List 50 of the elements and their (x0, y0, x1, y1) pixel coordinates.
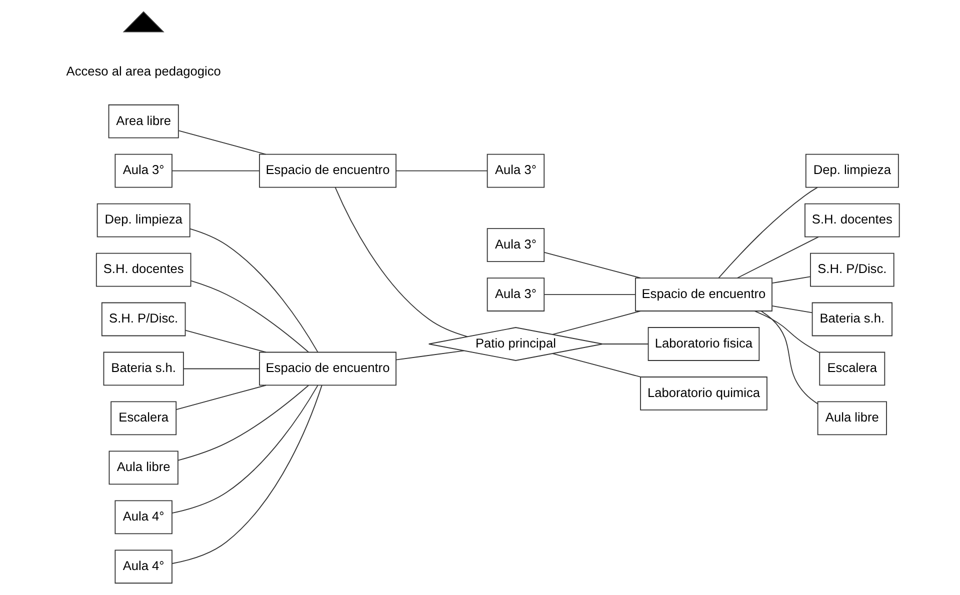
connector (334, 186, 468, 338)
connector (172, 384, 318, 514)
connector (772, 276, 811, 284)
connector (396, 350, 465, 360)
connector (183, 368, 260, 370)
connector (718, 186, 818, 278)
node-box: Espacio de encuentro (259, 154, 396, 188)
node-box: Bateria s.h. (812, 302, 892, 336)
node-box: Bateria s.h. (103, 352, 184, 386)
connector (176, 384, 266, 410)
node-box: Aula 3° (486, 154, 545, 188)
node-box: S.H. P/Disc. (101, 302, 186, 336)
node-box: Escalera (110, 401, 177, 436)
connector (178, 130, 266, 155)
connector (737, 236, 819, 278)
connector (552, 310, 642, 335)
node-diamond: Patio principal (428, 327, 604, 361)
connector (396, 170, 488, 172)
connector (544, 294, 636, 295)
connector (552, 353, 642, 378)
node-label: Acceso al area pedagogico (66, 63, 221, 78)
connector (172, 384, 322, 564)
node-box: Espacio de encuentro (635, 278, 772, 312)
connector (754, 310, 820, 354)
connector (184, 330, 266, 353)
node-box: Espacio de encuentro (259, 352, 396, 386)
node-box: Laboratorio quimica (640, 376, 768, 410)
node-box: Aula libre (108, 450, 178, 485)
node-box: S.H. docentes (96, 252, 192, 287)
connector (544, 252, 641, 278)
connector (772, 306, 813, 314)
connector (190, 228, 318, 352)
node-box: Aula 3° (486, 228, 545, 262)
connector (190, 280, 309, 353)
node-box: Aula 3° (114, 154, 172, 188)
node-box: Aula libre (817, 401, 887, 436)
node-box: Aula 4° (114, 550, 172, 584)
node-box: Dep. limpieza (96, 203, 190, 238)
node-box: Escalera (819, 352, 886, 386)
node-box: Laboratorio fisica (648, 327, 760, 361)
connector (760, 310, 818, 404)
node-box: Aula 4° (114, 500, 172, 534)
node-box: S.H. docentes (804, 203, 900, 238)
node-triangle (122, 11, 164, 32)
connector (178, 384, 309, 461)
connector (172, 170, 260, 172)
node-box: S.H. P/Disc. (810, 252, 894, 287)
node-box: Aula 3° (486, 278, 545, 312)
node-box: Area libre (108, 104, 179, 138)
node-box: Dep. limpieza (805, 154, 899, 188)
